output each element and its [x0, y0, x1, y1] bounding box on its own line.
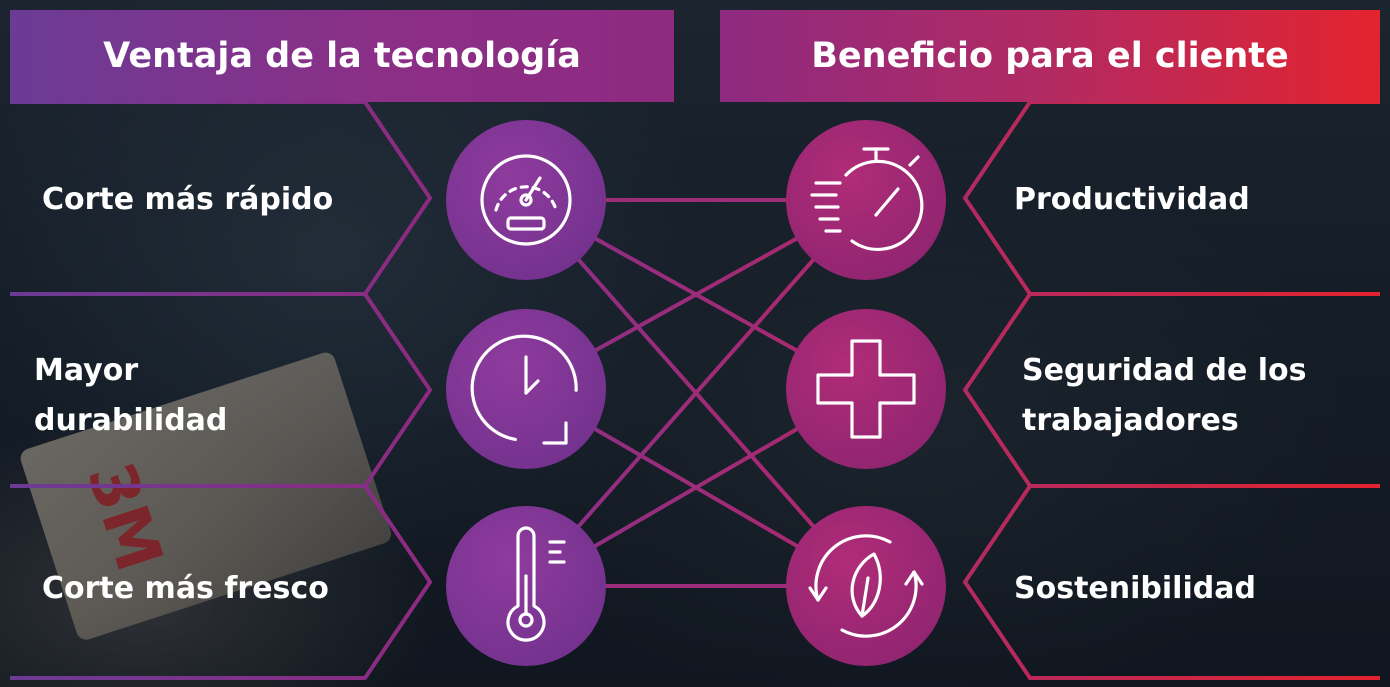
label-worker-safety: Seguridad de los trabajadores	[1022, 353, 1307, 438]
label-productivity: Productividad	[1014, 182, 1250, 217]
header-technology-advantage: Ventaja de la tecnología	[10, 10, 674, 102]
connection-cool-productivity	[524, 198, 868, 588]
left-frames	[8, 100, 433, 680]
circle-plus	[786, 309, 946, 469]
header-customer-benefit: Beneficio para el cliente	[720, 10, 1380, 102]
stopwatch-icon	[810, 147, 924, 251]
plus-cross-icon	[816, 339, 916, 439]
left-frame-3	[10, 484, 433, 680]
right-frame-3	[962, 484, 1380, 680]
label-sustainability: Sostenibilidad	[1014, 571, 1256, 606]
clock-cycle-icon	[470, 334, 578, 445]
right-frames	[962, 100, 1380, 680]
label-cooler-cut: Corte más fresco	[42, 571, 329, 606]
leaf-recycle-icon	[808, 534, 924, 638]
label-faster-cut: Corte más rápido	[42, 182, 334, 217]
speedometer-icon	[480, 154, 572, 246]
label-greater-durability: Mayor durabilidad	[34, 353, 228, 438]
thermometer-icon	[506, 526, 566, 642]
